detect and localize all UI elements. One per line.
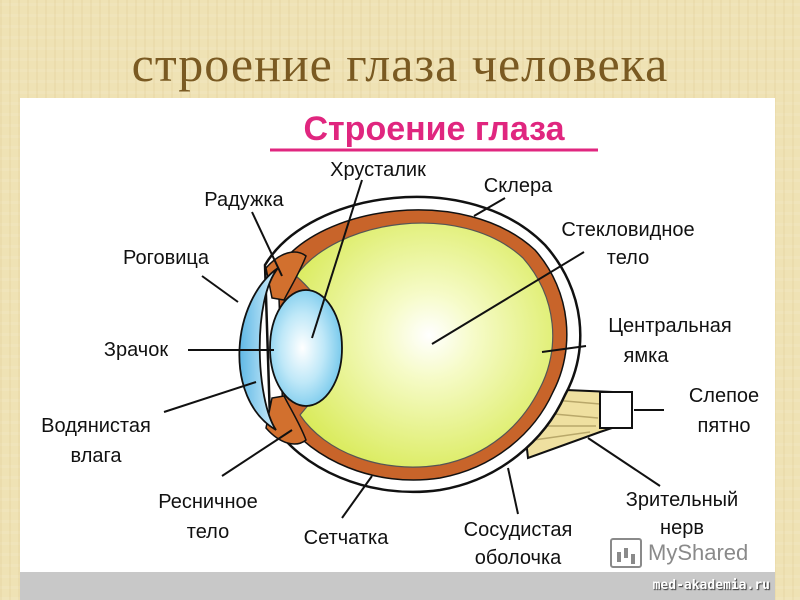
bottom-bar [20, 572, 775, 600]
leader-sclera [473, 197, 506, 217]
leader-aqueous [163, 381, 257, 413]
label-cornea: Роговица [123, 247, 210, 269]
label-iris: Радужка [204, 189, 284, 211]
label-vitreous-1: Стекловидное [561, 219, 694, 241]
leader-iris [251, 211, 283, 277]
leader-choroid [507, 467, 519, 515]
label-optic-nerve-2: нерв [660, 517, 704, 539]
label-choroid-2: оболочка [475, 547, 562, 569]
chart-icon [610, 538, 642, 568]
diagram-heading: Строение глаза [303, 110, 565, 148]
slide-title: строение глаза человека [131, 36, 669, 92]
label-blind-spot-1: Слепое [689, 385, 759, 407]
label-optic-nerve-1: Зрительный [626, 489, 738, 511]
label-fovea-1: Центральная [608, 315, 731, 337]
label-sclera: Склера [484, 175, 553, 197]
watermark: MyShared [610, 538, 748, 568]
label-fovea-2: ямка [624, 345, 670, 367]
label-lens: Хрусталик [330, 159, 426, 181]
label-aqueous-1: Водянистая [41, 415, 151, 437]
leader-cornea [201, 275, 239, 303]
label-choroid-1: Сосудистая [464, 519, 573, 541]
label-pupil: Зрачок [104, 339, 168, 361]
label-ciliary-2: тело [187, 521, 229, 543]
watermark-text: MyShared [648, 540, 749, 565]
leader-fovea [541, 345, 587, 353]
label-vitreous-2: тело [607, 247, 649, 269]
site-url: med-akademia.ru [652, 578, 770, 593]
leader-retina [341, 475, 373, 519]
leader-ciliary [221, 429, 293, 477]
leader-optic-nerve [587, 437, 661, 487]
iris-lower [265, 395, 307, 445]
label-aqueous-2: влага [71, 445, 123, 467]
blind-spot-box [599, 391, 633, 429]
label-retina: Сетчатка [304, 527, 390, 549]
label-blind-spot-2: пятно [698, 415, 751, 437]
label-ciliary-1: Ресничное [158, 491, 258, 513]
optic-nerve-fibers [529, 397, 601, 441]
leader-lens [311, 179, 363, 339]
leader-vitreous [431, 251, 585, 345]
lens [269, 289, 343, 407]
